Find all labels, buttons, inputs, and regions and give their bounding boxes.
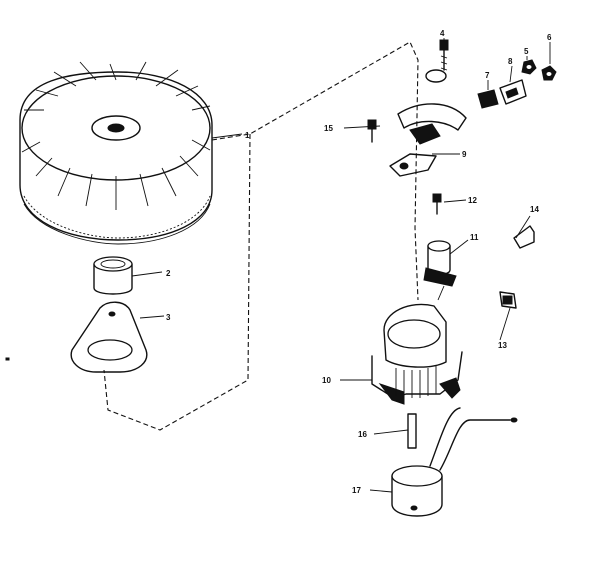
assembly-dashed-line <box>103 41 419 431</box>
flywheel-part <box>19 61 213 245</box>
edge-mark <box>5 357 10 361</box>
coil-part <box>391 407 518 517</box>
callout-17: 17 <box>352 486 361 495</box>
callout-labels: 1 2 3 4 5 6 7 8 15 9 12 14 11 13 10 16 1… <box>166 29 552 495</box>
breaker-assembly-part <box>389 103 467 177</box>
callout-10: 10 <box>322 376 331 385</box>
leader-lines <box>131 38 551 493</box>
callout-14: 14 <box>530 205 539 214</box>
callout-3: 3 <box>166 313 171 322</box>
plate-part <box>70 301 148 373</box>
condenser-part <box>423 240 457 301</box>
callout-7: 7 <box>485 71 490 80</box>
callout-13: 13 <box>498 341 507 350</box>
callout-9: 9 <box>462 150 467 159</box>
block-part <box>477 89 499 109</box>
coil-base-part <box>371 303 463 405</box>
bracket-part <box>499 79 527 105</box>
nut-part <box>521 59 537 75</box>
screw-15-part <box>367 119 377 143</box>
callout-4: 4 <box>440 29 445 38</box>
clip-part <box>513 225 535 249</box>
callout-8: 8 <box>508 57 513 66</box>
pin-part <box>407 413 417 449</box>
bushing-part <box>93 256 133 295</box>
callout-1: 1 <box>245 131 250 140</box>
callout-6: 6 <box>547 33 552 42</box>
small-nut-part <box>541 65 557 81</box>
screw-part <box>425 39 449 83</box>
callout-11: 11 <box>470 233 479 242</box>
callout-5: 5 <box>524 47 529 56</box>
callout-16: 16 <box>358 430 367 439</box>
callout-12: 12 <box>468 196 477 205</box>
screw-12-part <box>432 193 442 215</box>
callout-15: 15 <box>324 124 333 133</box>
callout-2: 2 <box>166 269 171 278</box>
small-plate-part <box>499 291 517 309</box>
